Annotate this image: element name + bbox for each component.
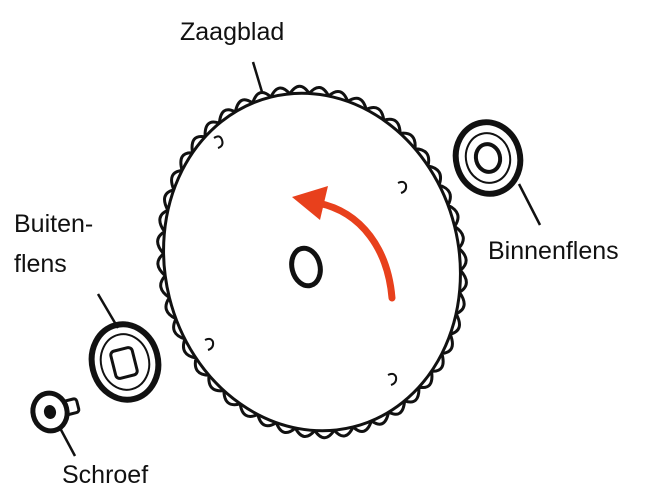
screw (30, 390, 81, 457)
curved-arrow-icon (292, 186, 396, 302)
blade-slot (204, 337, 215, 351)
label-outer-flange-line2: flens (14, 250, 67, 278)
outer-flange (88, 293, 162, 403)
blade-slot (387, 372, 398, 386)
blade-leader-line (251, 61, 264, 93)
label-outer-flange-line1: Buiten- (14, 210, 93, 238)
label-screw: Schroef (62, 461, 148, 489)
blade-arbor-hole (289, 245, 323, 289)
blade-slot (397, 180, 408, 194)
blade-slot (213, 135, 224, 149)
saw-blade (156, 84, 468, 440)
label-blade: Zaagblad (180, 18, 284, 46)
label-inner-flange: Binnenflens (488, 237, 619, 265)
inner-flange (452, 119, 542, 226)
